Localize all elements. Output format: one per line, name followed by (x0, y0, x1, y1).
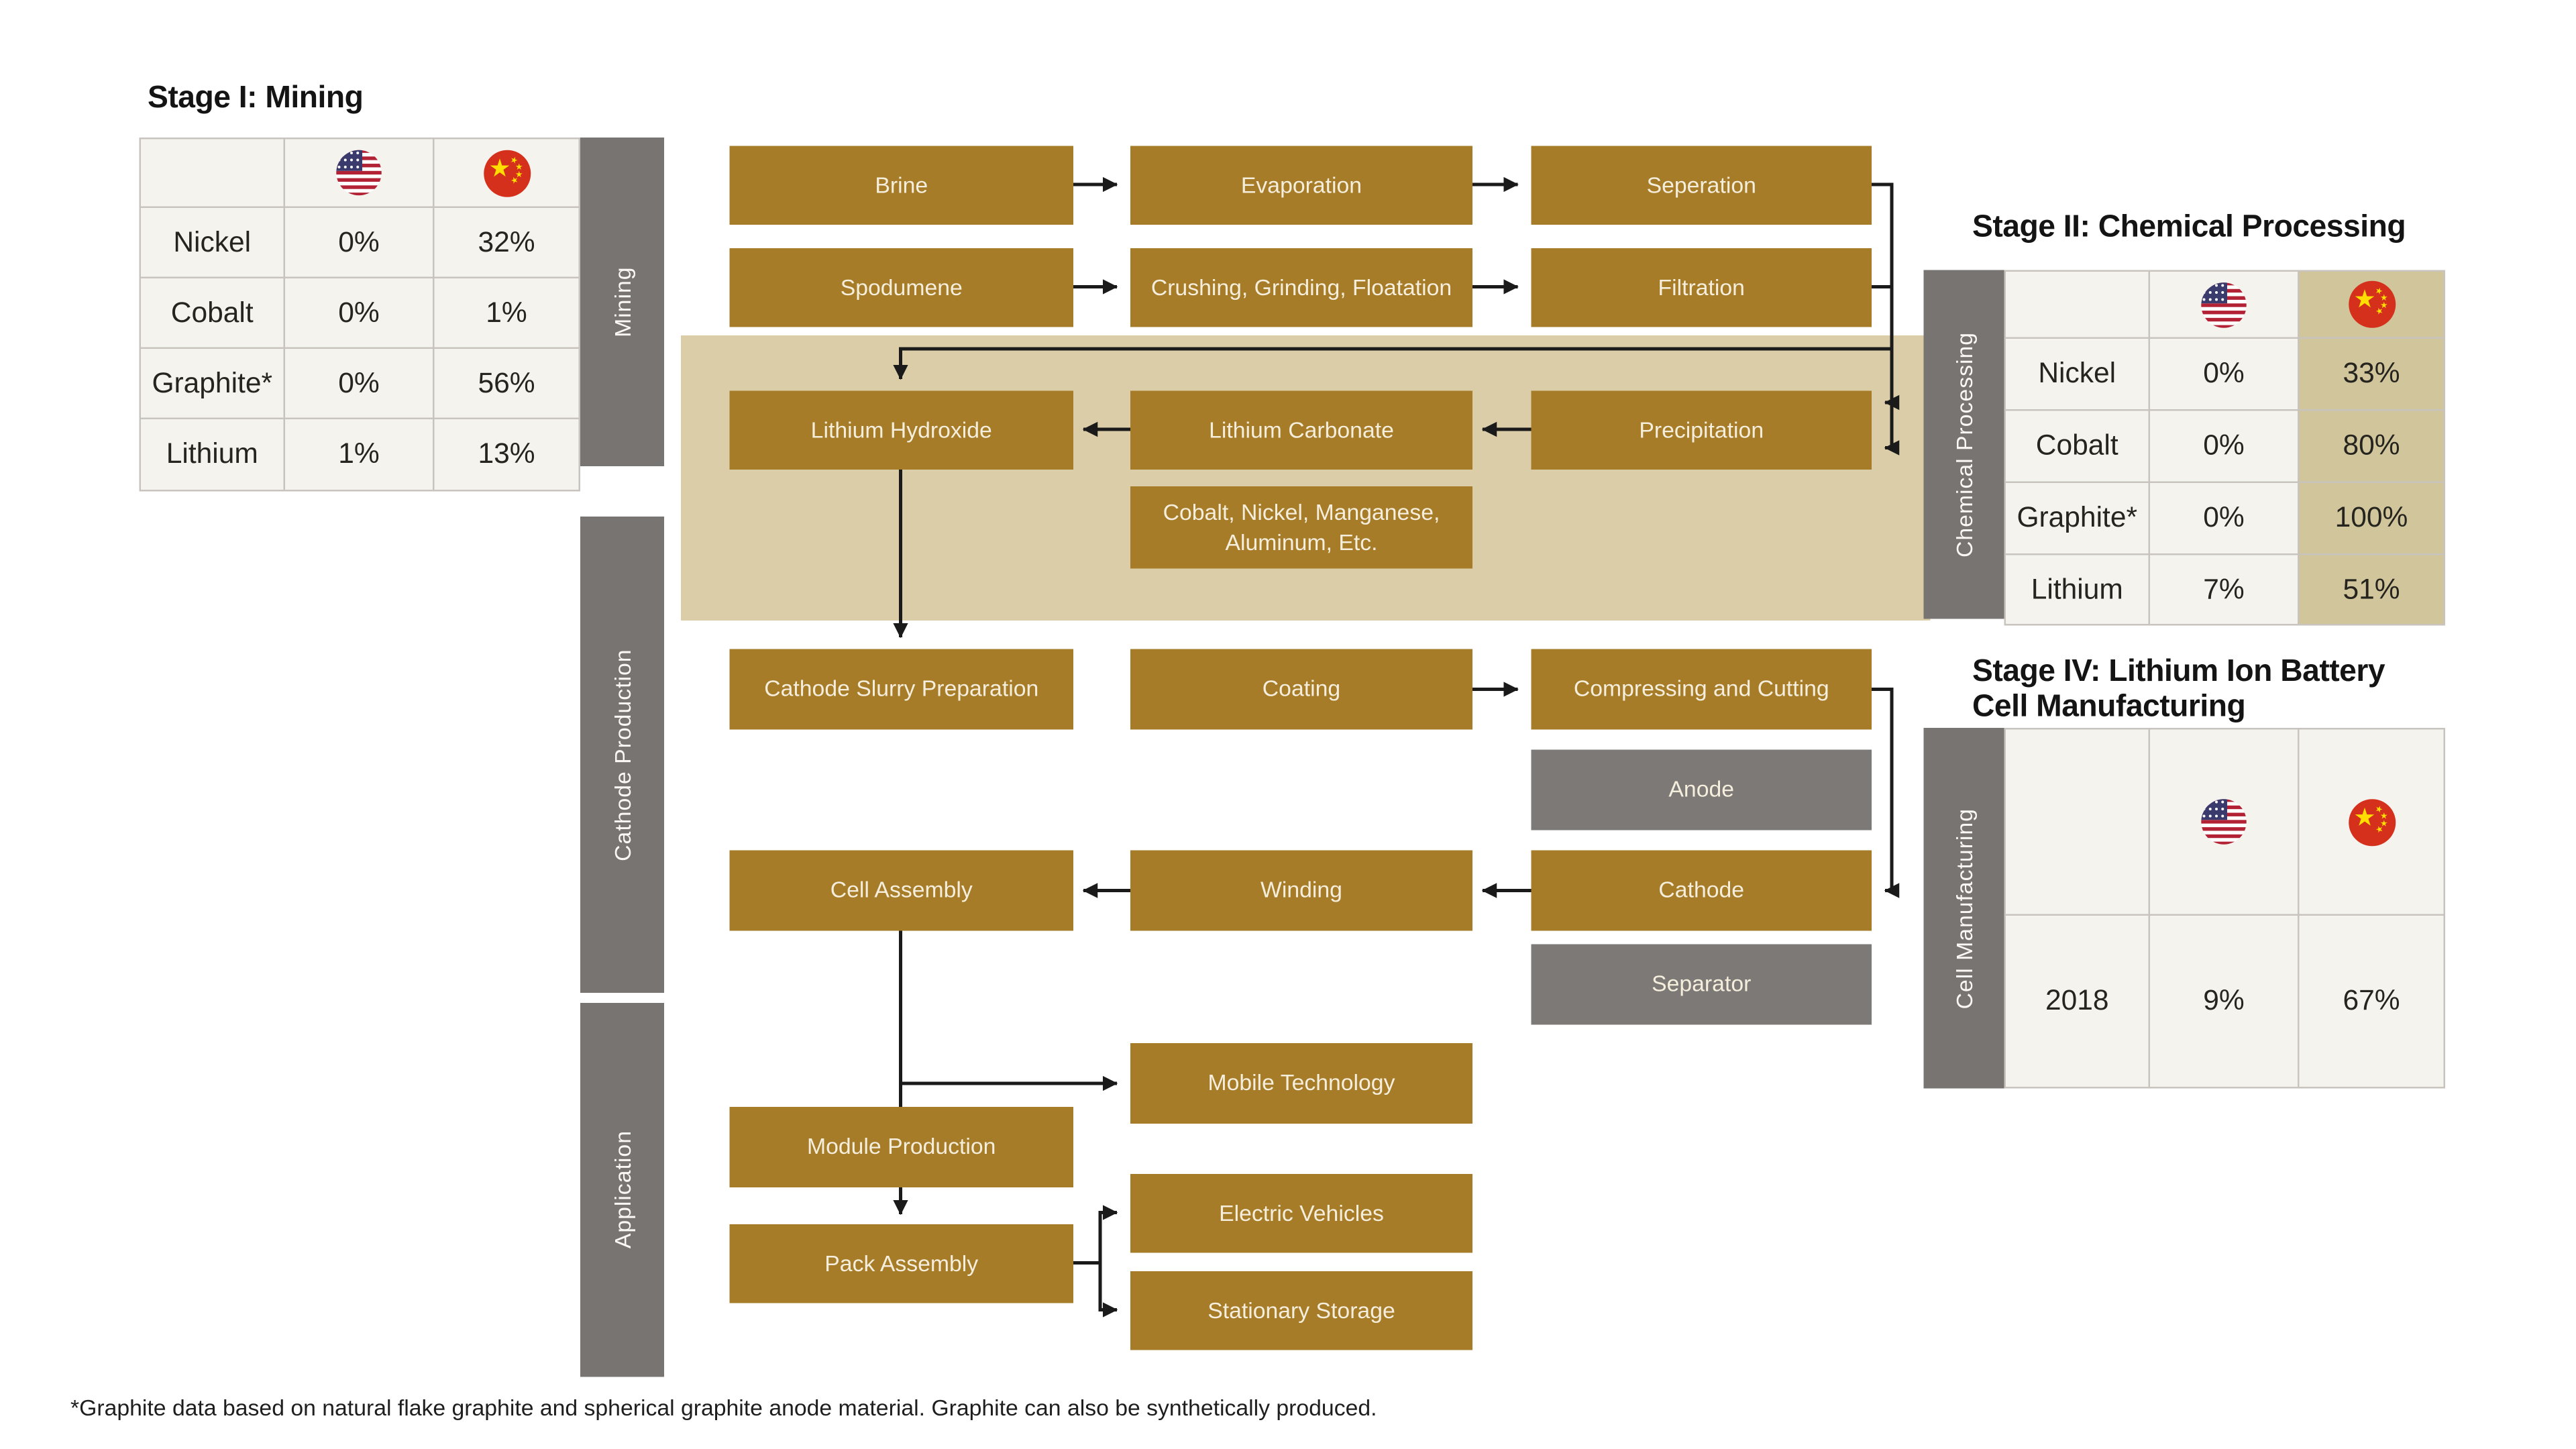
stage1-header-us (285, 139, 433, 207)
graphite-footnote: *Graphite data based on natural flake gr… (70, 1395, 1377, 1421)
stage1-row-label: Graphite* (141, 349, 284, 418)
flow-box-winding: Winding (1130, 850, 1472, 931)
stage1-row-us: 0% (285, 349, 433, 418)
flow-box-precipitation: Precipitation (1531, 390, 1872, 470)
arrow-compressing-cathode (1872, 688, 1900, 898)
cathode-production-stage-bar: Cathode Production (580, 517, 664, 993)
flow-box-mobile-technology: Mobile Technology (1130, 1043, 1472, 1124)
application-stage-bar: Application (580, 1003, 664, 1377)
mining-stage-bar: Mining (580, 138, 664, 466)
stage2-row-us: 7% (2150, 555, 2298, 624)
stage2-row-us: 0% (2150, 411, 2298, 482)
stage2-row-us: 0% (2150, 339, 2298, 409)
stage2-title: Stage II: Chemical Processing (1972, 208, 2406, 244)
flow-box-stationary-storage: Stationary Storage (1130, 1271, 1472, 1350)
flow-box-cathode-slurry-preparation: Cathode Slurry Preparation (729, 649, 1073, 730)
stage1-row-cn: 56% (434, 349, 579, 418)
china-flag-icon (2348, 798, 2395, 845)
stage1-row-label: Nickel (141, 208, 284, 277)
chemical-processing-stage-bar: Chemical Processing (1923, 270, 2004, 619)
flow-box-seperation: Seperation (1531, 146, 1872, 225)
flow-box-cathode: Cathode (1531, 850, 1872, 931)
flow-box-separator: Separator (1531, 944, 1872, 1025)
stage4-title-line2: Cell Manufacturing (1972, 688, 2246, 723)
flow-box-compressing-and-cutting: Compressing and Cutting (1531, 649, 1872, 730)
stage4-header-cn (2299, 729, 2444, 914)
arrow-pack-assembly-stationary-storage (1098, 1263, 1118, 1318)
stage2-row-label: Cobalt (2006, 411, 2149, 482)
flow-box-cell-assembly: Cell Assembly (729, 850, 1073, 931)
stage4-cn-value: 67% (2299, 916, 2444, 1087)
stage2-row-cn: 51% (2299, 555, 2444, 624)
stage4-year: 2018 (2006, 916, 2149, 1087)
flow-box-evaporation: Evaporation (1130, 146, 1472, 225)
stage2-header-cn (2299, 272, 2444, 337)
stage1-row-us: 0% (285, 278, 433, 347)
cell-manufacturing-stage-bar-label: Cell Manufacturing (1951, 808, 1977, 1009)
cell-manufacturing-stage-bar: Cell Manufacturing (1923, 728, 2004, 1089)
stage2-row-cn: 33% (2299, 339, 2444, 409)
stage2-header-us (2150, 272, 2298, 337)
flow-box-coating: Coating (1130, 649, 1472, 730)
stage1-header-empty (141, 139, 284, 207)
us-flag-icon (2201, 282, 2247, 327)
flow-box-pack-assembly: Pack Assembly (729, 1224, 1073, 1303)
stage4-us-value: 9% (2150, 916, 2298, 1087)
stage2-table: Nickel 0% 33% Cobalt 0% 80% Graphite* 0%… (2004, 270, 2445, 626)
stage4-title: Stage IV: Lithium Ion Battery Cell Manuf… (1972, 653, 2385, 723)
flow-box-crushing-grinding-floatation: Crushing, Grinding, Floatation (1130, 248, 1472, 327)
stage4-title-line1: Stage IV: Lithium Ion Battery (1972, 652, 2385, 688)
cathode-production-stage-bar-label: Cathode Production (609, 648, 635, 861)
stage1-header-cn (434, 139, 579, 207)
stage2-row-cn: 80% (2299, 411, 2444, 482)
stage2-row-us: 0% (2150, 483, 2298, 553)
arrow-pack-assembly-electric-vehicles (1073, 1205, 1118, 1265)
flow-box-cobalt-nickel-manganese: Cobalt, Nickel, Manganese, Aluminum, Etc… (1130, 486, 1472, 569)
flow-box-lithium-hydroxide: Lithium Hydroxide (729, 390, 1073, 470)
stage1-row-cn: 1% (434, 278, 579, 347)
stage1-row-us: 1% (285, 419, 433, 490)
mining-stage-bar-label: Mining (609, 266, 635, 337)
stage2-row-cn: 100% (2299, 483, 2444, 553)
china-flag-icon (2348, 280, 2395, 328)
chemical-processing-band (681, 335, 1931, 621)
flow-box-brine: Brine (729, 146, 1073, 225)
stage1-title: Stage I: Mining (148, 78, 364, 115)
stage2-row-label: Lithium (2006, 555, 2149, 624)
stage2-row-label: Graphite* (2006, 483, 2149, 553)
flow-box-module-production: Module Production (729, 1107, 1073, 1187)
application-stage-bar-label: Application (609, 1130, 635, 1249)
flow-box-filtration: Filtration (1531, 248, 1872, 327)
stage4-header-us (2150, 729, 2298, 914)
stage1-row-label: Cobalt (141, 278, 284, 347)
stage2-row-label: Nickel (2006, 339, 2149, 409)
china-flag-icon (483, 149, 530, 197)
us-flag-icon (336, 150, 382, 196)
stage1-row-us: 0% (285, 208, 433, 277)
stage4-table: 2018 9% 67% (2004, 728, 2445, 1089)
flow-box-lithium-carbonate: Lithium Carbonate (1130, 390, 1472, 470)
flow-box-electric-vehicles: Electric Vehicles (1130, 1174, 1472, 1253)
stage1-table: Nickel 0% 32% Cobalt 0% 1% Graphite* 0% … (139, 138, 580, 492)
stage4-header-empty (2006, 729, 2149, 914)
stage1-row-cn: 32% (434, 208, 579, 277)
stage1-row-label: Lithium (141, 419, 284, 490)
chemical-processing-stage-bar-label: Chemical Processing (1951, 331, 1977, 557)
us-flag-icon (2201, 799, 2247, 845)
stage2-header-empty (2006, 272, 2149, 337)
flow-box-spodumene: Spodumene (729, 248, 1073, 327)
flow-box-anode: Anode (1531, 749, 1872, 830)
stage1-row-cn: 13% (434, 419, 579, 490)
